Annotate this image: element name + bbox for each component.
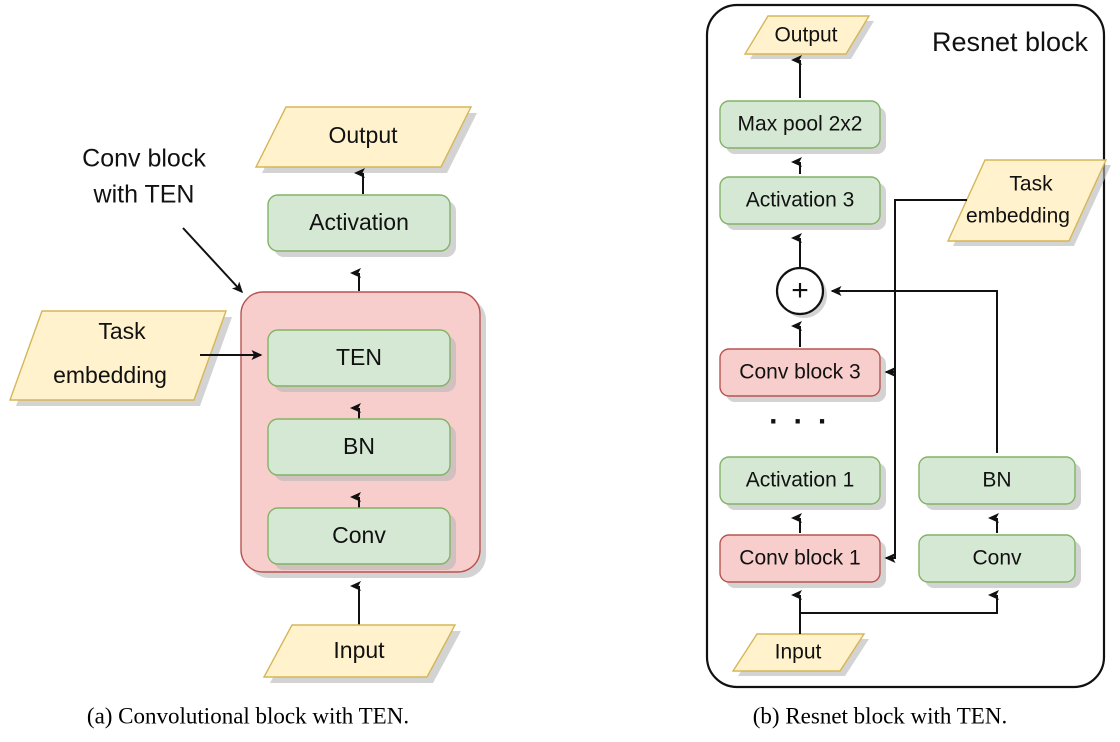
panel-b-activation1-node[interactable]: Activation 1 [719, 456, 886, 510]
task-embedding-label-line2: embedding [53, 362, 167, 388]
activation3-label: Activation 3 [746, 189, 855, 212]
bn-node-shape [267, 418, 451, 476]
panel-b-maxpool-node[interactable]: Max pool 2x2 [719, 100, 886, 154]
activation-node-label: Activation [309, 209, 409, 235]
skipconv-label: Conv [972, 547, 1022, 570]
panel-a-output-node[interactable]: Output [254, 106, 477, 173]
task-embedding-shape [9, 310, 227, 401]
output-node-label: Output [328, 122, 398, 148]
panel-a: Output Activation TEN BN [9, 106, 486, 728]
panel-b-task-embedding-line1: Task [1009, 173, 1053, 196]
skipconv-shape [918, 534, 1076, 583]
panel-b-output-node[interactable]: Output [743, 15, 874, 59]
panel-b-caption: (b) Resnet block with TEN. [753, 703, 1007, 728]
panel-a-annotation: Conv block with TEN [82, 145, 244, 294]
panel-b-input-shape [731, 633, 866, 672]
panel-b-task-embedding-shape [946, 159, 1108, 242]
task-embedding-bus-to-convblock1 [884, 199, 967, 563]
arrow-input-to-skipconv [800, 590, 999, 614]
panel-b-bn-node[interactable]: BN [918, 456, 1081, 510]
sum-symbol: + [791, 274, 809, 307]
maxpool-label: Max pool 2x2 [738, 113, 863, 136]
panel-a-activation-node[interactable]: Activation [267, 194, 456, 257]
bn-node-label: BN [343, 433, 375, 459]
panel-b-output-label: Output [774, 24, 837, 47]
panel-b-sum-junction[interactable]: + [775, 266, 827, 318]
ten-node-shape [267, 329, 451, 387]
panel-a-bn-node[interactable]: BN [267, 418, 456, 481]
panel-a-caption: (a) Convolutional block with TEN. [87, 703, 409, 728]
panel-a-conv-node[interactable]: Conv [267, 507, 456, 570]
conv-node-shape [267, 507, 451, 565]
annotation-pointer-arrow [182, 227, 244, 294]
panel-a-input-node[interactable]: Input [262, 624, 461, 683]
panel-b-convblock1-node[interactable]: Conv block 1 [719, 534, 886, 588]
ellipsis-label: · · · [769, 405, 831, 438]
convblock3-shape [719, 348, 881, 397]
panel-b-task-embedding-node[interactable]: Task embedding [946, 159, 1111, 246]
ten-node-label: TEN [336, 344, 382, 370]
panel-b-output-shape [743, 15, 871, 55]
panel-b-task-embedding-line2: embedding [966, 205, 1070, 228]
convblock1-shape [719, 534, 881, 583]
resnet-block-container[interactable] [705, 3, 1106, 689]
arrow-bn-to-sum [830, 286, 998, 453]
panel-b-convblock3-node[interactable]: Conv block 3 [719, 348, 886, 402]
panel-a-ten-node[interactable]: TEN [267, 329, 456, 392]
annotation-line1: Conv block [82, 145, 206, 173]
panel-b-skipconv-node[interactable]: Conv [918, 534, 1081, 588]
input-node-shape [262, 624, 457, 678]
panel-b-activation3-node[interactable]: Activation 3 [719, 176, 886, 230]
annotation-line2: with TEN [93, 181, 195, 209]
panel-b-bn-shape [918, 456, 1076, 505]
convblock1-label: Conv block 1 [739, 547, 860, 570]
activation-node-shape [267, 194, 451, 252]
activation1-label: Activation 1 [746, 469, 855, 492]
sum-circle [775, 266, 825, 316]
convblock3-label: Conv block 3 [739, 361, 860, 384]
panel-b-input-label: Input [775, 641, 822, 664]
panel-a-task-embedding-node[interactable]: Task embedding [9, 310, 232, 406]
output-node-shape [254, 106, 473, 168]
panel-b: Resnet block Output Max pool 2x2 Activat… [705, 3, 1111, 728]
conv-node-label: Conv [332, 522, 386, 548]
panel-b-title: Resnet block [932, 27, 1089, 57]
task-embedding-label-line1: Task [98, 318, 146, 344]
panel-b-input-node[interactable]: Input [731, 633, 869, 676]
activation1-shape [719, 456, 881, 505]
panel-b-bn-label: BN [982, 469, 1011, 492]
input-node-label: Input [333, 637, 385, 663]
maxpool-shape [719, 100, 881, 149]
activation3-shape [719, 176, 881, 225]
